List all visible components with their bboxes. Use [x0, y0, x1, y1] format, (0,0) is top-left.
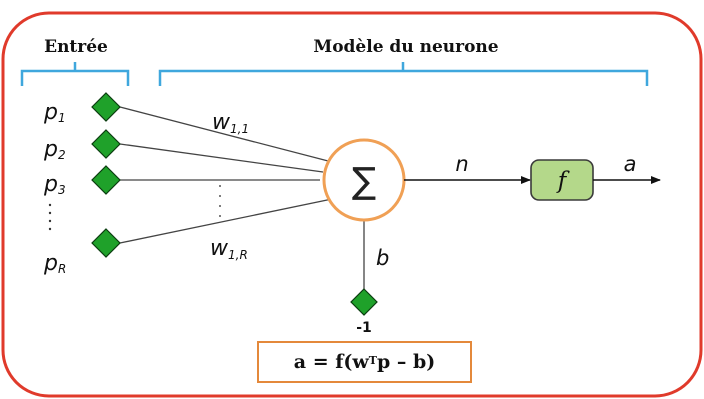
formula-sup: T — [368, 353, 377, 367]
input-node-r — [91, 228, 121, 258]
outer-frame — [1, 11, 703, 398]
input-node-2 — [91, 129, 121, 159]
input-line-1 — [119, 106, 333, 163]
bias-node — [350, 288, 378, 316]
input-label-1: p1 — [43, 100, 66, 125]
model-header: Modèle du neurone — [313, 37, 498, 57]
input-bracket — [20, 62, 130, 86]
input-node-3 — [91, 165, 121, 195]
model-bracket — [158, 62, 649, 86]
input-node-1 — [91, 92, 121, 122]
bias-label: b — [376, 246, 389, 270]
input-label-2: p2 — [43, 137, 66, 162]
bias-value: -1 — [356, 320, 372, 336]
input-header: Entrée — [44, 37, 108, 57]
input-label-3: p3 — [43, 172, 66, 197]
input-ellipsis — [48, 203, 52, 231]
input-line-2 — [119, 143, 324, 173]
net-input-label: n — [455, 152, 468, 176]
output-label: a — [624, 152, 637, 176]
weight-label-last: w1,R — [210, 236, 248, 262]
input-label-r: pR — [43, 251, 66, 276]
input-line-r — [119, 198, 333, 244]
weight-ellipsis — [219, 185, 221, 217]
weight-label-first: w1,1 — [212, 110, 249, 136]
formula-suffix: p – b) — [376, 351, 436, 373]
summation-symbol: ∑ — [352, 161, 376, 202]
formula-prefix: a = f(w — [293, 351, 369, 373]
activation-label: f — [556, 168, 570, 194]
